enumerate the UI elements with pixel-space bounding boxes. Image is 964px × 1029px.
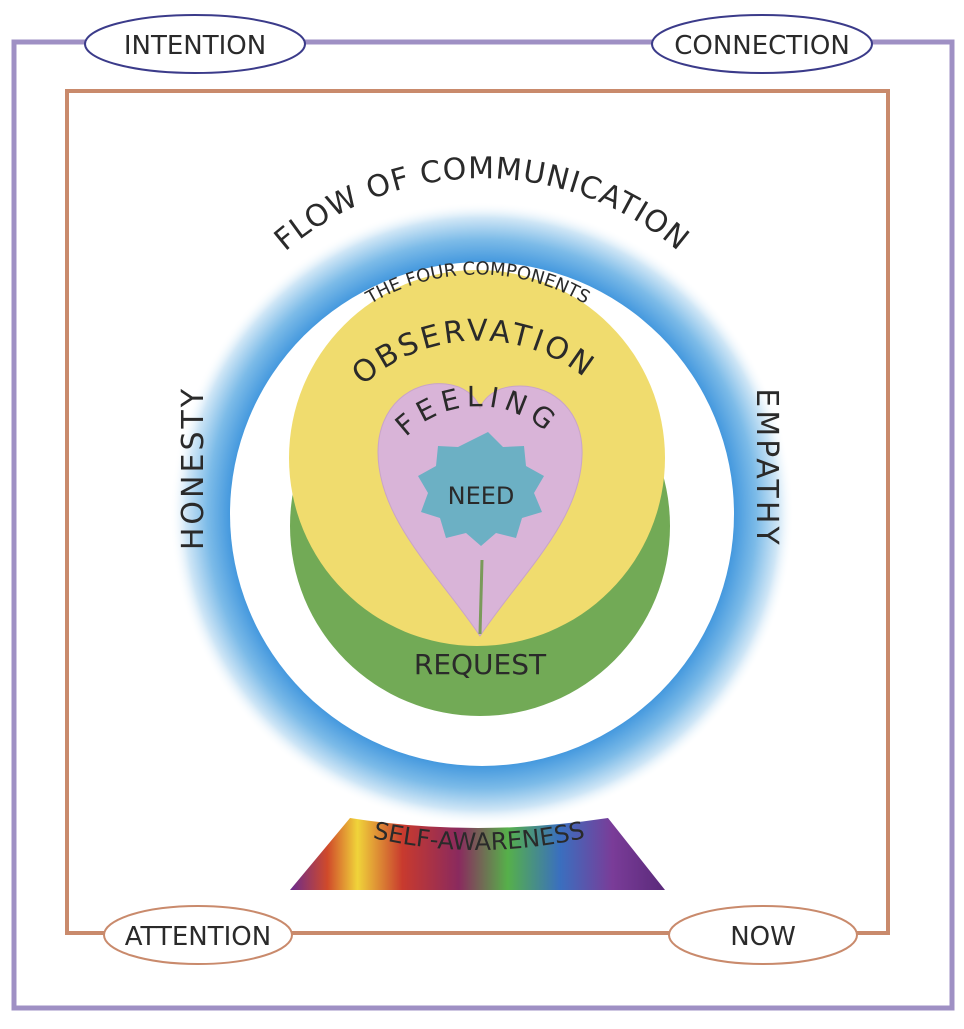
heart-stem xyxy=(478,559,484,635)
intention-badge: INTENTION xyxy=(84,14,306,74)
empathy-label: EMPATHY xyxy=(749,388,784,547)
self-awareness-base xyxy=(290,818,665,890)
outer-frame xyxy=(11,39,955,1011)
connection-label: CONNECTION xyxy=(674,31,850,61)
attention-label: ATTENTION xyxy=(125,922,271,952)
request-label: REQUEST xyxy=(414,648,547,681)
honesty-label: HONESTY xyxy=(176,386,211,550)
attention-badge: ATTENTION xyxy=(103,905,293,965)
need-label: NEED xyxy=(448,482,515,510)
now-badge: NOW xyxy=(668,905,858,965)
connection-badge: CONNECTION xyxy=(651,14,873,74)
now-label: NOW xyxy=(730,922,796,952)
need-star xyxy=(418,432,544,546)
inner-frame xyxy=(65,89,890,935)
intention-label: INTENTION xyxy=(124,31,266,61)
